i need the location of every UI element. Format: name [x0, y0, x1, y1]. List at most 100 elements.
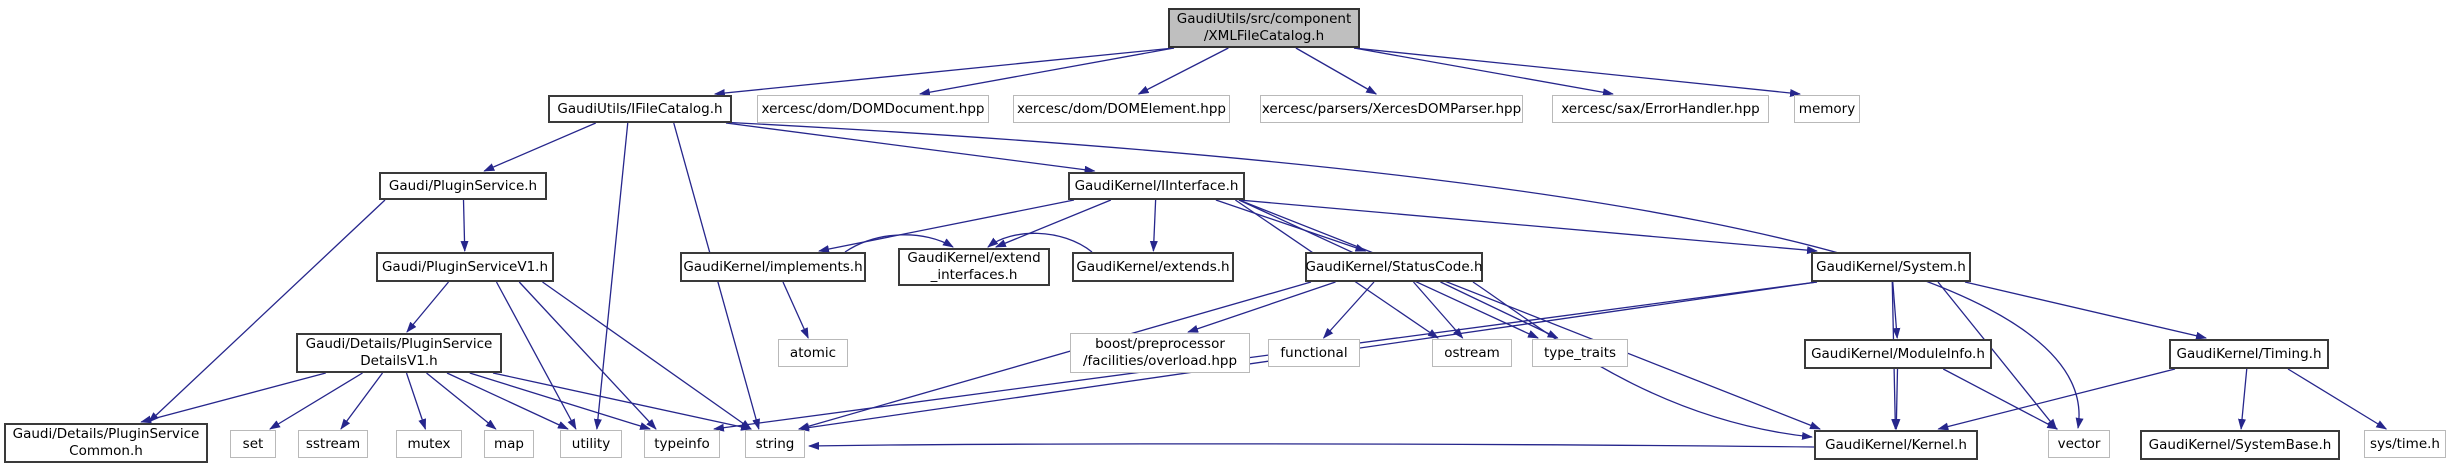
- node-label: utility: [571, 435, 611, 452]
- edge-details_v1-to-string: [492, 372, 752, 431]
- edge-details_v1-to-set: [269, 372, 363, 430]
- edge-extends-to-extend_interfaces: [987, 232, 1093, 253]
- edge-iinterface-to-system: [1238, 199, 1818, 255]
- node-label: mutex: [407, 435, 451, 452]
- node-ifile_catalog[interactable]: GaudiUtils/IFileCatalog.h: [548, 95, 732, 123]
- node-label: atomic: [789, 344, 837, 361]
- node-xerces_dom_parser: xercesc/parsers/XercesDOMParser.hpp: [1260, 95, 1523, 123]
- edge-plugin_service_v1-to-utility: [495, 281, 577, 430]
- edge-timing-to-system_base: [2238, 368, 2248, 430]
- node-extend_interfaces[interactable]: GaudiKernel/extend_interfaces.h: [898, 248, 1050, 286]
- edge-xml_file_catalog-to-dom_element: [1137, 47, 1229, 95]
- node-label: DetailsV1.h: [360, 353, 438, 369]
- node-label: xercesc/sax/ErrorHandler.hpp: [1561, 100, 1760, 117]
- edge-status_code-to-ostream: [1413, 281, 1464, 339]
- edge-plugin_service_v1-to-string: [542, 281, 752, 430]
- edge-xml_file_catalog-to-memory: [1353, 47, 1801, 97]
- edge-module_info-to-kernel: [1892, 368, 1901, 430]
- edge-xml_file_catalog-to-error_handler: [1353, 47, 1614, 97]
- node-sstream: sstream: [298, 430, 368, 458]
- edge-details_v1-to-utility: [446, 372, 569, 430]
- node-label: GaudiKernel/SystemBase.h: [2148, 436, 2332, 453]
- node-extends[interactable]: GaudiKernel/extends.h: [1072, 252, 1234, 282]
- node-system_base[interactable]: GaudiKernel/SystemBase.h: [2140, 430, 2340, 460]
- edge-system-to-timing: [1964, 281, 2208, 340]
- node-label: sstream: [305, 435, 361, 452]
- edge-system-to-module_info: [1892, 281, 1901, 339]
- edge-iinterface-to-status_code: [1215, 199, 1367, 252]
- node-memory: memory: [1794, 95, 1860, 123]
- node-error_handler: xercesc/sax/ErrorHandler.hpp: [1552, 95, 1769, 123]
- node-functional: functional: [1268, 339, 1360, 367]
- node-timing[interactable]: GaudiKernel/Timing.h: [2169, 339, 2329, 369]
- node-label: Gaudi/PluginServiceV1.h: [381, 258, 549, 275]
- edge-details_v1-to-map: [426, 372, 497, 430]
- edge-details_v1-to-typeinfo: [469, 372, 651, 430]
- edge-status_code-to-string: [798, 281, 1312, 431]
- node-label: functional: [1280, 344, 1348, 361]
- node-boost_overload: boost/preprocessor/facilities/overload.h…: [1070, 333, 1250, 373]
- node-label: memory: [1798, 100, 1856, 117]
- node-status_code[interactable]: GaudiKernel/StatusCode.h: [1305, 252, 1483, 282]
- node-iinterface[interactable]: GaudiKernel/IInterface.h: [1068, 172, 1245, 200]
- edge-implements-to-extend_interfaces: [844, 234, 954, 253]
- edge-plugin_service-to-common: [148, 199, 386, 423]
- edge-xml_file_catalog-to-xerces_dom_parser: [1295, 47, 1378, 95]
- edge-ifile_catalog-to-utility: [593, 122, 629, 430]
- edge-timing-to-sys_time: [2287, 368, 2388, 430]
- node-label: /XMLFileCatalog.h: [1203, 28, 1325, 44]
- node-label: GaudiUtils/IFileCatalog.h: [557, 100, 723, 117]
- edge-timing-to-kernel: [1937, 368, 2176, 431]
- node-label: Common.h: [69, 443, 143, 459]
- node-label: ostream: [1444, 344, 1500, 361]
- node-label: GaudiKernel/StatusCode.h: [1305, 258, 1483, 275]
- edge-iinterface-to-extends: [1149, 199, 1158, 252]
- node-mutex: mutex: [396, 430, 462, 458]
- node-system[interactable]: GaudiKernel/System.h: [1811, 252, 1971, 282]
- node-label: GaudiKernel/IInterface.h: [1074, 177, 1239, 194]
- node-label: GaudiKernel/extends.h: [1076, 258, 1230, 275]
- edge-kernel-to-string: [808, 441, 1815, 450]
- node-label: xercesc/dom/DOMElement.hpp: [1017, 100, 1226, 117]
- edge-module_info-to-vector: [1942, 368, 2059, 430]
- node-label: xercesc/dom/DOMDocument.hpp: [761, 100, 985, 117]
- edge-iinterface-to-extend_interfaces: [994, 199, 1112, 248]
- node-label: set: [242, 435, 264, 452]
- node-label: GaudiUtils/src/component: [1176, 11, 1352, 27]
- node-dom_element: xercesc/dom/DOMElement.hpp: [1013, 95, 1230, 123]
- node-plugin_service[interactable]: Gaudi/PluginService.h: [379, 172, 547, 200]
- node-string: string: [745, 430, 805, 458]
- node-label: sys/time.h: [2370, 435, 2440, 452]
- node-xml_file_catalog: GaudiUtils/src/component/XMLFileCatalog.…: [1168, 8, 1360, 48]
- edge-status_code-to-boost_overload: [1187, 281, 1336, 333]
- node-label: xercesc/parsers/XercesDOMParser.hpp: [1261, 100, 1522, 117]
- node-implements[interactable]: GaudiKernel/implements.h: [680, 252, 866, 282]
- node-label: map: [494, 435, 524, 452]
- node-plugin_service_v1[interactable]: Gaudi/PluginServiceV1.h: [376, 252, 554, 282]
- node-typeinfo: typeinfo: [644, 430, 720, 458]
- edge-ifile_catalog-to-plugin_service: [483, 122, 597, 172]
- edge-plugin_service_v1-to-typeinfo: [518, 281, 657, 430]
- node-kernel[interactable]: GaudiKernel/Kernel.h: [1814, 430, 1978, 460]
- edge-details_v1-to-sstream: [340, 372, 384, 430]
- node-label: vector: [2057, 435, 2101, 452]
- edge-status_code-to-functional: [1322, 281, 1375, 339]
- node-label: GaudiKernel/extend: [907, 250, 1041, 266]
- edge-ifile_catalog-to-vector: [719, 121, 2084, 429]
- edge-details_v1-to-common: [140, 372, 326, 424]
- node-label: GaudiKernel/implements.h: [683, 258, 863, 275]
- node-map: map: [484, 430, 534, 458]
- node-label: boost/preprocessor: [1095, 336, 1225, 352]
- node-atomic: atomic: [778, 339, 848, 367]
- node-module_info[interactable]: GaudiKernel/ModuleInfo.h: [1804, 339, 1992, 369]
- edge-implements-to-atomic: [782, 281, 809, 339]
- node-label: Gaudi/Details/PluginService: [12, 426, 200, 442]
- edge-xml_file_catalog-to-dom_document: [918, 47, 1175, 97]
- node-set: set: [230, 430, 276, 458]
- edge-system-to-typeinfo: [713, 281, 1818, 432]
- node-dom_document: xercesc/dom/DOMDocument.hpp: [757, 95, 989, 123]
